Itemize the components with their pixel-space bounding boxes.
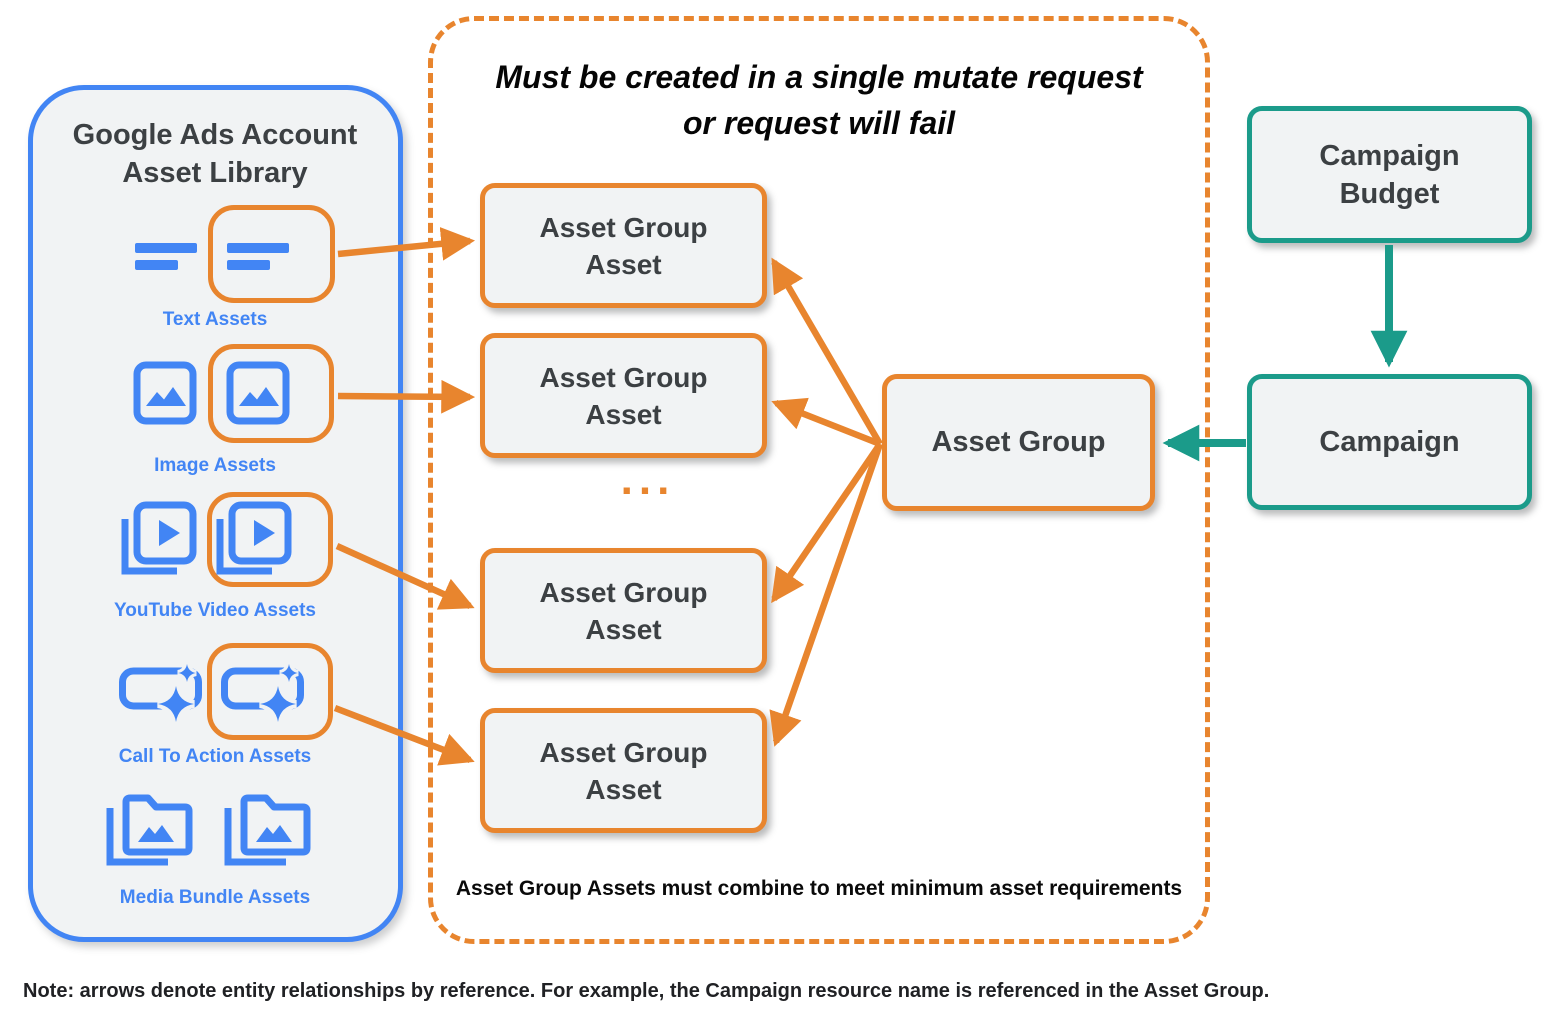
bottom-note: Note: arrows denote entity relationships…	[23, 980, 1270, 1002]
asset-group-asset-label: Asset Group	[539, 211, 708, 243]
media-bundle-asset-icon	[106, 794, 193, 866]
call-to-action-asset-icon	[119, 663, 202, 723]
call-to-action-assets-label: Call To Action Assets	[118, 746, 312, 767]
asset-group-asset-box-4: Asset Group Asset	[480, 708, 767, 833]
youtube-video-asset-icon	[121, 501, 197, 575]
campaign-budget-box: Campaign Budget	[1247, 106, 1532, 243]
play-triangle	[159, 520, 180, 546]
call-to-action-asset-icon-highlighted	[221, 663, 304, 723]
asset-group-asset-label: Asset Group	[539, 361, 708, 393]
highlight-box-cta-asset	[207, 643, 333, 740]
image-assets-label: Image Assets	[154, 455, 276, 476]
asset-group-box: Asset Group	[882, 374, 1155, 511]
text-asset-icon	[135, 243, 197, 270]
asset-group-asset-box-3: Asset Group Asset	[480, 548, 767, 673]
highlight-box-text-asset	[208, 205, 335, 303]
highlight-box-image-asset	[208, 344, 334, 443]
asset-library-title: Google Ads Account Asset Library	[72, 119, 358, 189]
asset-group-asset-box-2: Asset Group Asset	[480, 333, 767, 458]
sparkle-small	[178, 664, 196, 682]
youtube-video-asset-icon-highlighted	[216, 501, 292, 575]
play-triangle	[254, 520, 275, 546]
campaign-budget-label: Campaign Budget	[1319, 139, 1460, 210]
asset-group-asset-label: Asset Group	[539, 576, 708, 608]
campaign-box: Campaign	[1247, 374, 1532, 510]
ellipsis: ...	[620, 455, 676, 504]
sparkle-small	[280, 664, 298, 682]
asset-group-label: Asset Group	[931, 426, 1106, 458]
highlight-box-youtube-asset	[207, 492, 333, 587]
mutate-request-title-line1: Must be created in a single mutate reque…	[495, 59, 1143, 95]
campaign-label: Campaign	[1319, 425, 1460, 458]
media-bundle-assets-label: Media Bundle Assets	[119, 887, 311, 908]
sparkle-large	[260, 686, 296, 722]
text-asset-icon-highlighted	[227, 243, 289, 270]
media-bundle-asset-icon-2	[224, 794, 311, 866]
text-assets-label: Text Assets	[162, 309, 268, 330]
youtube-video-assets-label: YouTube Video Assets	[113, 600, 316, 621]
mutate-footnote: Asset Group Assets must combine to meet …	[455, 877, 1183, 900]
asset-group-asset-box-1: Asset Group Asset	[480, 183, 767, 308]
mutate-request-container	[428, 16, 1210, 944]
image-asset-icon-highlighted	[226, 361, 290, 425]
asset-group-asset-label: Asset Group	[539, 736, 708, 768]
image-asset-icon	[133, 361, 197, 425]
mutate-request-title-line2: or request will fail	[682, 105, 956, 141]
mutate-request-title: Must be created in a single mutate reque…	[448, 54, 1190, 146]
sparkle-large	[158, 686, 194, 722]
